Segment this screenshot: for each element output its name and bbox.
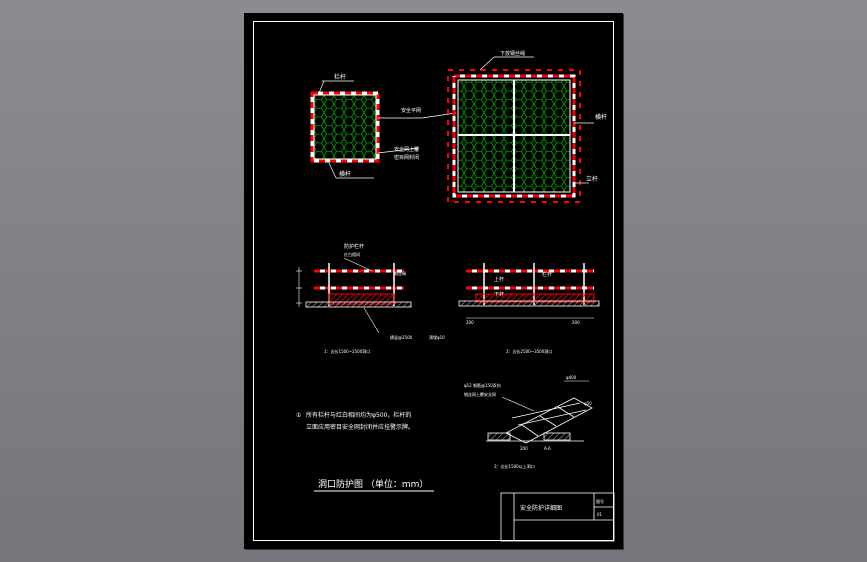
iso-label-b: 钢丝网上覆安全网 bbox=[464, 391, 496, 397]
drawing-border bbox=[253, 21, 614, 541]
red-white-railing-large bbox=[452, 74, 576, 198]
plan-large: 下放钢丝绳 横杆 立杆 bbox=[447, 50, 607, 203]
section-mid-label-b: 下杆 bbox=[494, 291, 504, 298]
plan-large-label-right1: 横杆 bbox=[595, 113, 607, 121]
section-left-label-a: 防护栏杆 bbox=[344, 243, 364, 250]
title-block: 安全防护详细图 图号 01 bbox=[500, 492, 615, 542]
section-mid-dim-b: 200 bbox=[572, 320, 580, 325]
iso-dim-bottom: A-6 bbox=[544, 446, 551, 451]
plan-small-label-mid2: 安全网上覆 bbox=[394, 146, 419, 153]
section-left: 防护栏杆 红白相间 钢丝绳 横竖@2500 预埋φ10 1：边长1500~250… bbox=[296, 243, 445, 354]
note-block: ① 所有栏杆与红白相间均为φ500，栏杆的 立面应用密目安全网封闭并应挂警示牌。 bbox=[296, 411, 414, 431]
iso-dim-top: φ400 bbox=[566, 375, 577, 380]
drawing-sheet[interactable]: 栏杆 横杆 安全平网 安全网上覆 密目网封闭 下放钢丝绳 横杆 bbox=[244, 13, 623, 549]
note-line2: 立面应用密目安全网封闭并应挂警示牌。 bbox=[306, 423, 414, 431]
section-mid-caption: 2：边长2500~3500洞口 bbox=[506, 348, 552, 354]
iso-caption: 3：边长1500以上洞口 bbox=[494, 463, 535, 469]
section-mid-dim-a: 200 bbox=[466, 320, 474, 325]
titleblock-label-top: 图号 bbox=[596, 498, 604, 504]
plan-large-label-top: 下放钢丝绳 bbox=[500, 50, 525, 57]
drawing-title: 洞口防护图 （单位：mm） bbox=[314, 478, 434, 492]
plan-large-label-right2: 立杆 bbox=[586, 175, 598, 183]
section-mid: 上杆 下杆 栏杆 200 200 2：边长2500~3500洞口 bbox=[458, 263, 600, 354]
safety-net-mesh bbox=[314, 95, 376, 159]
iso-view: φ400 φ50 φ12 钢筋@150双向 钢丝网上覆安全网 200 A-6 3… bbox=[464, 375, 593, 469]
section-left-caption: 1：边长1500~2500洞口 bbox=[324, 348, 370, 354]
section-mid-label-a: 上杆 bbox=[494, 276, 504, 283]
plan-small: 栏杆 横杆 安全平网 安全网上覆 密目网封闭 bbox=[310, 73, 457, 179]
plan-small-label-bottom: 横杆 bbox=[339, 170, 351, 178]
titleblock-name: 安全防护详细图 bbox=[520, 504, 562, 512]
drawing-title-text: 洞口防护图 （单位：mm） bbox=[318, 478, 428, 490]
section-left-label-d: 横竖@2500 bbox=[390, 334, 413, 340]
note-line1: 所有栏杆与红白相间均为φ500，栏杆的 bbox=[306, 411, 411, 419]
section-left-label-b: 红白相间 bbox=[344, 251, 360, 257]
titleblock-label-bottom: 01 bbox=[597, 512, 603, 517]
plan-small-label-top: 栏杆 bbox=[334, 73, 346, 81]
plan-small-label-mid1: 安全平网 bbox=[401, 107, 421, 114]
iso-label-a: φ12 钢筋@150双向 bbox=[464, 382, 501, 388]
iso-dim-side: φ50 bbox=[584, 401, 592, 406]
section-mid-label-c: 栏杆 bbox=[542, 271, 552, 278]
iso-dim-right: 200 bbox=[520, 446, 528, 451]
note-number: ① bbox=[296, 412, 301, 419]
plan-small-label-mid3: 密目网封闭 bbox=[394, 154, 419, 161]
section-left-label-c: 钢丝绳 bbox=[394, 270, 406, 276]
section-left-label-e: 预埋φ10 bbox=[429, 334, 445, 340]
drawing-canvas: 栏杆 横杆 安全平网 安全网上覆 密目网封闭 下放钢丝绳 横杆 bbox=[296, 50, 615, 542]
